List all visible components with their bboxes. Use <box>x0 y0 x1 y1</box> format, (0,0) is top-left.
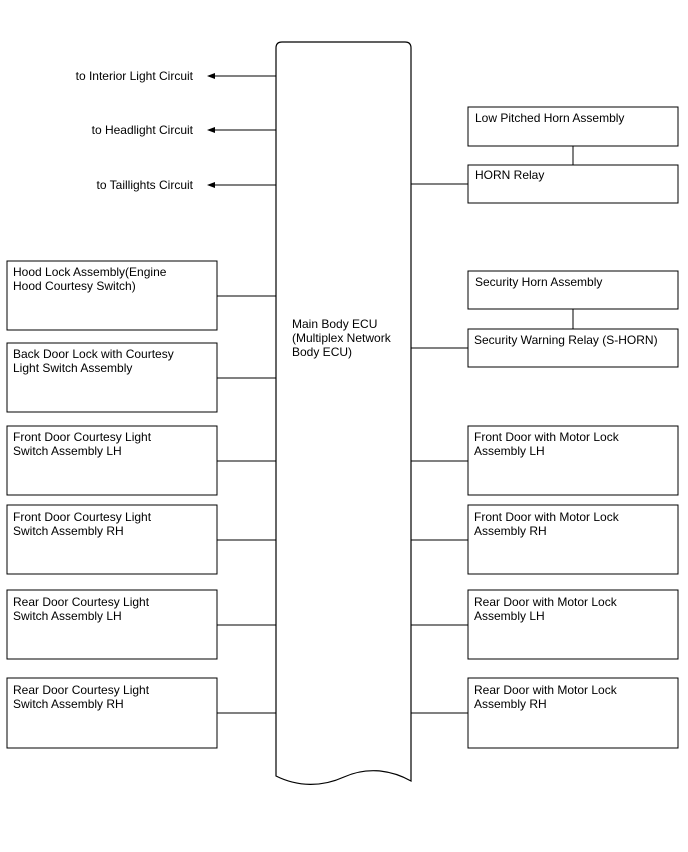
security-warning-relay: Security Warning Relay (S-HORN) <box>411 328 679 368</box>
front-door-courtesy-switch-rh: Front Door Courtesy Light Switch Assembl… <box>6 504 276 575</box>
component-label: Security Horn Assembly <box>475 275 602 289</box>
rear-door-courtesy-switch-lh: Rear Door Courtesy Light Switch Assembly… <box>6 589 276 660</box>
component-box <box>467 504 679 575</box>
component-box <box>6 342 218 413</box>
arrow-head-icon <box>207 182 215 188</box>
component-label: Low Pitched Horn Assembly <box>475 111 624 125</box>
output-headlight: to Headlight Circuit <box>92 123 276 137</box>
ecu-label-line: Body ECU) <box>292 345 352 359</box>
output-interior-light: to Interior Light Circuit <box>76 69 276 83</box>
component-label: Rear Door Courtesy Light Switch Assembly… <box>13 595 152 623</box>
component-label: HORN Relay <box>475 168 544 182</box>
component-box <box>467 270 679 310</box>
low-pitched-horn-assembly: Low Pitched Horn Assembly <box>467 106 679 147</box>
component-label: Hood Lock Assembly(Engine Hood Courtesy … <box>13 265 170 293</box>
component-label: Rear Door with Motor Lock Assembly LH <box>474 595 620 623</box>
component-label: Back Door Lock with Courtesy Light Switc… <box>13 347 177 375</box>
component-box <box>467 589 679 660</box>
component-box <box>467 164 679 204</box>
component-box <box>6 504 218 575</box>
arrow-head-icon <box>207 127 215 133</box>
output-label: to Taillights Circuit <box>97 178 194 192</box>
output-label: to Headlight Circuit <box>92 123 194 137</box>
component-box <box>467 328 679 368</box>
ecu-label-line: Main Body ECU <box>292 317 377 331</box>
horn-relay: HORN Relay <box>411 164 679 204</box>
output-circuits: to Interior Light Circuit to Headlight C… <box>76 69 276 192</box>
hood-lock-assembly: Hood Lock Assembly(Engine Hood Courtesy … <box>6 260 276 331</box>
component-box <box>467 677 679 749</box>
component-label: Security Warning Relay (S-HORN) <box>474 333 658 347</box>
front-door-motor-lock-rh: Front Door with Motor Lock Assembly RH <box>411 504 679 575</box>
left-components: Hood Lock Assembly(Engine Hood Courtesy … <box>6 260 276 749</box>
ecu-outline <box>275 41 412 785</box>
back-door-lock-assembly: Back Door Lock with Courtesy Light Switc… <box>6 342 276 413</box>
component-label: Front Door with Motor Lock Assembly LH <box>474 430 622 458</box>
component-label: Rear Door with Motor Lock Assembly RH <box>474 683 620 711</box>
security-horn-assembly: Security Horn Assembly <box>467 270 679 310</box>
main-body-ecu: Main Body ECU (Multiplex Network Body EC… <box>275 41 412 785</box>
component-box <box>6 260 218 331</box>
component-label: Front Door Courtesy Light Switch Assembl… <box>13 430 154 458</box>
output-taillights: to Taillights Circuit <box>97 178 276 192</box>
component-box <box>6 589 218 660</box>
rear-door-motor-lock-rh: Rear Door with Motor Lock Assembly RH <box>411 677 679 749</box>
front-door-courtesy-switch-lh: Front Door Courtesy Light Switch Assembl… <box>6 425 276 496</box>
output-label: to Interior Light Circuit <box>76 69 194 83</box>
front-door-motor-lock-lh: Front Door with Motor Lock Assembly LH <box>411 425 679 496</box>
rear-door-courtesy-switch-rh: Rear Door Courtesy Light Switch Assembly… <box>6 677 276 749</box>
ecu-label-line: (Multiplex Network <box>292 331 392 345</box>
rear-door-motor-lock-lh: Rear Door with Motor Lock Assembly LH <box>411 589 679 660</box>
ecu-label: Main Body ECU (Multiplex Network Body EC… <box>292 317 394 359</box>
component-label: Front Door with Motor Lock Assembly RH <box>474 510 622 538</box>
right-components: Low Pitched Horn Assembly HORN Relay Sec… <box>411 106 679 749</box>
component-box <box>6 677 218 749</box>
arrow-head-icon <box>207 73 215 79</box>
component-label: Front Door Courtesy Light Switch Assembl… <box>13 510 154 538</box>
component-box <box>467 425 679 496</box>
component-label: Rear Door Courtesy Light Switch Assembly… <box>13 683 152 711</box>
